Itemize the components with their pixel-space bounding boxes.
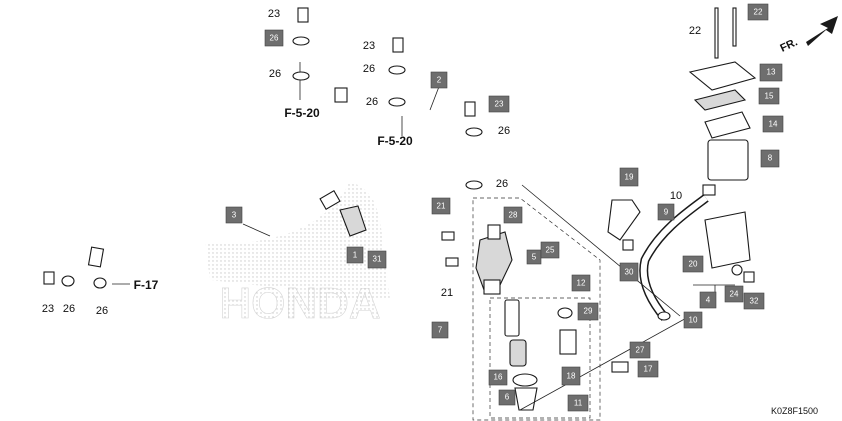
leader-lines <box>112 62 735 411</box>
svg-text:21: 21 <box>437 202 446 211</box>
part-tag-2: 2 <box>430 71 448 89</box>
plain-part-numbers: 23 26 23 26 26 26 26 21 23 26 26 22 10 <box>42 8 701 317</box>
diagram-code: K0Z8F1500 <box>771 406 818 416</box>
part-number: 26 <box>63 303 75 315</box>
svg-text:7: 7 <box>438 326 443 335</box>
front-direction-arrow: FR. <box>778 16 838 55</box>
reference-label: F-17 <box>134 278 159 292</box>
svg-text:23: 23 <box>495 100 504 109</box>
fluid-reservoir <box>688 61 757 269</box>
part-tag-10: 10 <box>683 311 703 329</box>
svg-text:24: 24 <box>730 290 739 299</box>
part-tag-1: 1 <box>346 246 364 264</box>
svg-text:27: 27 <box>636 346 645 355</box>
part-tag-21: 21 <box>431 197 451 215</box>
part-tag-6: 6 <box>498 389 516 406</box>
master-cylinder-bracket <box>607 199 641 241</box>
part-number: 26 <box>366 96 378 108</box>
svg-text:13: 13 <box>767 68 776 77</box>
part-tag-24: 24 <box>724 285 744 303</box>
part-number: 21 <box>441 287 453 299</box>
part-tag-23: 23 <box>488 95 510 113</box>
part-number: 23 <box>268 8 280 20</box>
reference-labels: F-5-20 F-5-20 F-17 <box>134 106 413 292</box>
part-number: 26 <box>96 305 108 317</box>
reference-label: F-5-20 <box>284 106 320 120</box>
svg-text:25: 25 <box>546 246 555 255</box>
svg-text:12: 12 <box>577 279 586 288</box>
direction-label: FR. <box>778 36 799 54</box>
part-tag-5: 5 <box>526 249 542 265</box>
svg-text:16: 16 <box>494 373 503 382</box>
svg-text:26: 26 <box>270 34 279 43</box>
part-tag-20: 20 <box>682 255 704 273</box>
part-tag-7: 7 <box>431 321 449 339</box>
pushrod-stack <box>504 299 538 411</box>
part-tag-22: 22 <box>747 3 769 21</box>
reservoir-hose <box>639 194 709 321</box>
svg-text:1: 1 <box>353 251 358 260</box>
part-tag-4: 4 <box>699 291 717 309</box>
part-number: 23 <box>42 303 54 315</box>
svg-text:31: 31 <box>373 255 382 264</box>
part-number: 26 <box>498 125 510 137</box>
part-tag-32: 32 <box>743 292 765 310</box>
svg-text:15: 15 <box>765 92 774 101</box>
svg-text:4: 4 <box>706 296 711 305</box>
svg-text:2: 2 <box>437 76 442 85</box>
part-tag-31: 31 <box>367 250 387 269</box>
part-number: 22 <box>689 25 701 37</box>
svg-text:8: 8 <box>768 154 773 163</box>
svg-text:17: 17 <box>644 365 653 374</box>
hose-clamp <box>339 205 367 237</box>
part-tag-26: 26 <box>264 29 284 47</box>
part-number: 26 <box>269 68 281 80</box>
part-number: 26 <box>363 63 375 75</box>
boxed-part-numbers: 26 2 23 3 1 31 21 28 5 25 12 29 7 16 18 … <box>225 3 784 412</box>
part-tag-18: 18 <box>561 366 581 386</box>
svg-text:10: 10 <box>689 316 698 325</box>
svg-text:14: 14 <box>769 120 778 129</box>
upper-hose <box>87 59 357 269</box>
part-tag-29: 29 <box>577 302 599 321</box>
svg-text:32: 32 <box>750 297 759 306</box>
svg-text:11: 11 <box>574 399 583 408</box>
svg-text:19: 19 <box>625 173 634 182</box>
part-tag-15: 15 <box>758 87 780 105</box>
part-number: 23 <box>363 40 375 52</box>
part-tag-25: 25 <box>540 241 560 259</box>
svg-text:29: 29 <box>584 307 593 316</box>
svg-text:18: 18 <box>567 372 576 381</box>
svg-text:5: 5 <box>532 253 537 262</box>
part-tag-3: 3 <box>225 206 243 224</box>
svg-text:28: 28 <box>509 211 518 220</box>
svg-text:9: 9 <box>664 208 669 217</box>
part-tag-28: 28 <box>503 206 523 224</box>
part-tag-14: 14 <box>762 115 784 133</box>
svg-text:20: 20 <box>689 260 698 269</box>
part-tag-19: 19 <box>619 167 639 187</box>
part-tag-27: 27 <box>629 341 651 359</box>
svg-text:30: 30 <box>625 268 634 277</box>
svg-text:6: 6 <box>505 393 510 402</box>
master-cylinder <box>475 224 513 295</box>
part-tag-11: 11 <box>567 394 589 412</box>
part-tag-9: 9 <box>657 203 675 221</box>
watermark-text: HONDA <box>219 279 380 328</box>
part-tag-30: 30 <box>619 262 639 282</box>
svg-text:3: 3 <box>232 211 237 220</box>
part-tag-12: 12 <box>571 274 591 292</box>
hardware-pieces <box>43 7 755 373</box>
part-tag-13: 13 <box>759 63 783 82</box>
part-number: 26 <box>496 178 508 190</box>
reference-label: F-5-20 <box>377 134 413 148</box>
part-tag-17: 17 <box>637 360 659 378</box>
part-tag-16: 16 <box>488 369 508 386</box>
part-tag-8: 8 <box>760 149 780 168</box>
svg-text:22: 22 <box>754 8 763 17</box>
part-number: 10 <box>670 190 682 202</box>
